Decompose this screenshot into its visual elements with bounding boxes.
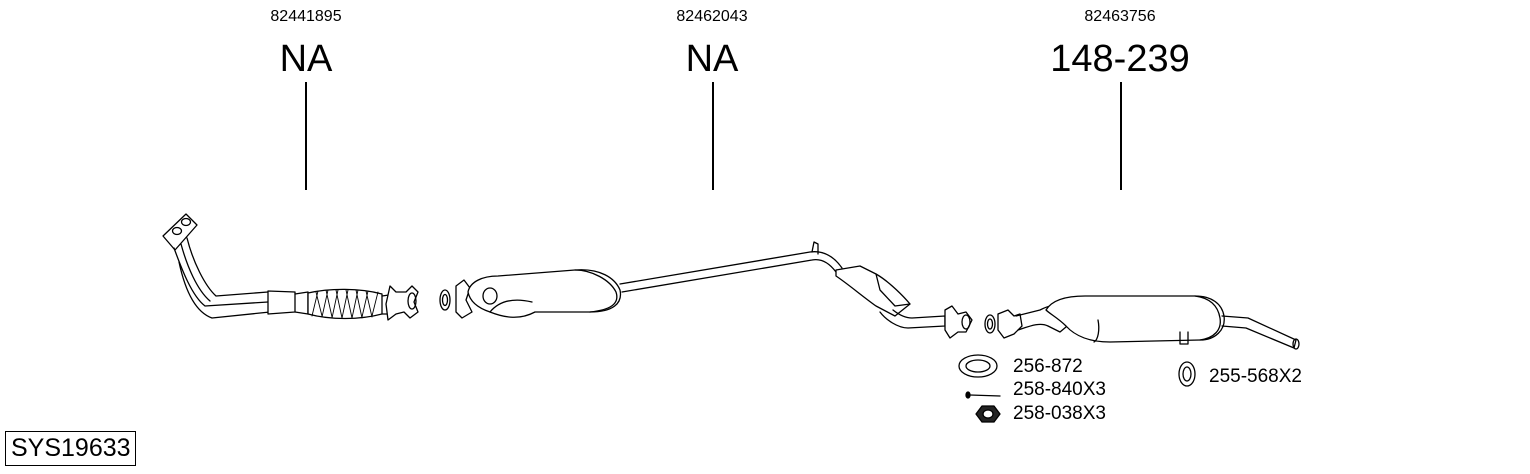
accessory-bolt-label[interactable]: 258-840X3 xyxy=(1013,379,1106,400)
rear-silencer[interactable] xyxy=(984,295,1300,350)
middle-silencer[interactable] xyxy=(439,241,973,339)
system-code-box: SYS19633 xyxy=(5,431,136,466)
part-number-middle-silencer[interactable]: NA xyxy=(685,38,739,80)
part-number-front-pipe[interactable]: NA xyxy=(279,38,333,80)
rubber-mount-icon xyxy=(1178,361,1196,387)
accessory-rubber-mount-label[interactable]: 255-568X2 xyxy=(1209,366,1302,387)
bolt-icon xyxy=(965,391,1001,399)
accessory-nut-label[interactable]: 258-038X3 xyxy=(1013,403,1106,424)
part-number-rear-silencer[interactable]: 148-239 xyxy=(1050,38,1190,80)
oem-number-rear-silencer: 82463756 xyxy=(1084,8,1156,25)
oem-number-middle-silencer: 82462043 xyxy=(676,8,748,25)
leader-line-front-pipe xyxy=(305,82,307,190)
accessory-gasket-label[interactable]: 256-872 xyxy=(1013,356,1083,377)
leader-line-rear-silencer xyxy=(1120,82,1122,190)
front-pipe[interactable] xyxy=(162,213,419,321)
nut-icon xyxy=(975,405,1001,423)
oem-number-front-pipe: 82441895 xyxy=(270,8,342,25)
leader-line-middle-silencer xyxy=(712,82,714,190)
gasket-ring-icon xyxy=(958,354,998,378)
